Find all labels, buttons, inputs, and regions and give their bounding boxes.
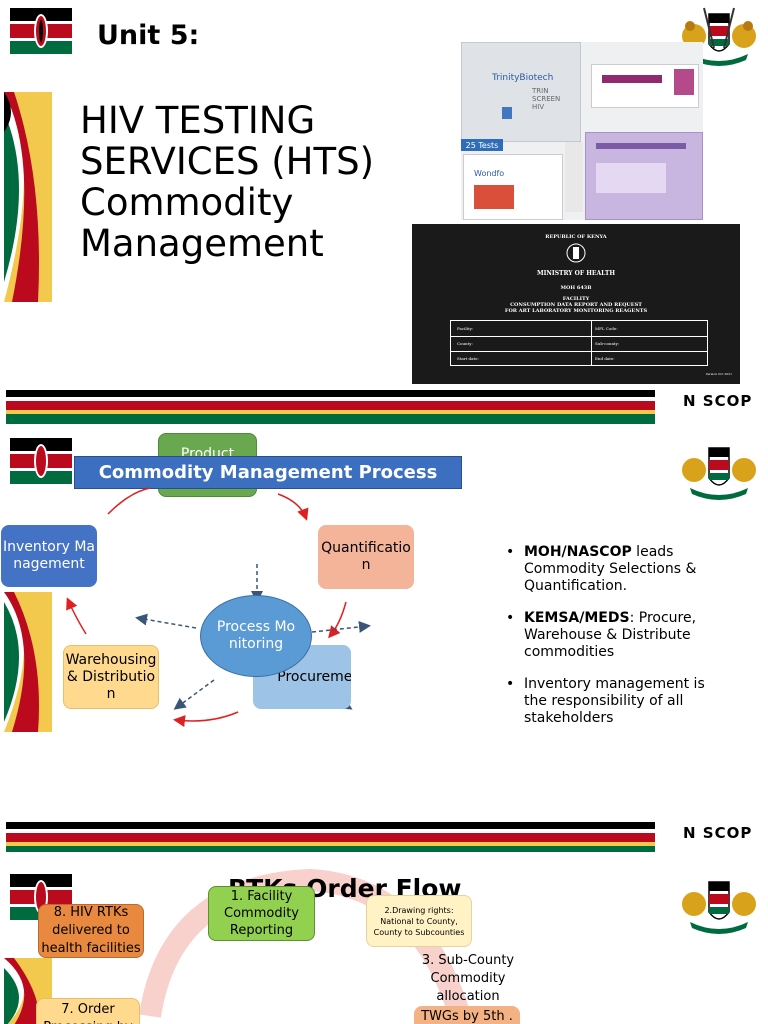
test-kit-photo: TrinityBiotech TRIN SCREEN HIV 25 Tests … — [461, 42, 703, 220]
flag-stripe-band — [0, 822, 655, 852]
nascop-logo: N SCOP — [683, 824, 752, 842]
node-warehousing: Warehousing & Distribution — [63, 645, 159, 709]
step-4-twgs: TWGs by 5th . — [414, 1006, 520, 1024]
node-inventory: Inventory Management — [1, 525, 97, 587]
step-7-order-processing: 7. Order Processing by — [36, 998, 140, 1024]
step-2-drawing-rights: 2.Drawing rights: National to County, Co… — [366, 895, 472, 947]
slide-title: Unit 5: HIV TESTING SERVICES (HTS) Commo… — [0, 0, 768, 430]
slide-order-flow: RTKs Order Flow 1. Facility Commodity Re… — [0, 866, 768, 1024]
step-8-delivery: 8. HIV RTKs delivered to health faciliti… — [38, 904, 144, 958]
coat-of-arms-icon — [680, 438, 758, 506]
bullet-item: • KEMSA/MEDS: Procure, Warehouse & Distr… — [506, 610, 706, 661]
node-monitoring: Process Monitoring — [200, 595, 312, 677]
side-ribbon-graphic — [4, 92, 52, 302]
node-quantification: Quantification — [318, 525, 414, 589]
step-1-facility-reporting: 1. Facility Commodity Reporting — [208, 886, 315, 941]
bullet-item: • MOH/NASCOP leads Commodity Selections … — [506, 544, 706, 595]
flag-stripe-band — [0, 390, 655, 424]
slide-process: Product Commodity Management Process Inv… — [0, 432, 768, 852]
process-bullets: • MOH/NASCOP leads Commodity Selections … — [506, 544, 706, 727]
nascop-logo: N SCOP — [683, 392, 752, 410]
slide-title-heading: HIV TESTING SERVICES (HTS) Commodity Man… — [80, 100, 374, 264]
step-3-subcounty-allocation: 3. Sub-County Commodity allocation — [418, 952, 518, 1006]
unit-label: Unit 5: — [97, 20, 199, 51]
kenya-flag-icon — [10, 8, 72, 54]
bullet-item: • Inventory management is the responsibi… — [506, 676, 706, 727]
kit-badge: 25 Tests — [461, 139, 503, 151]
moh-form-image: REPUBLIC OF KENYA MINISTRY OF HEALTH MOH… — [412, 224, 740, 384]
